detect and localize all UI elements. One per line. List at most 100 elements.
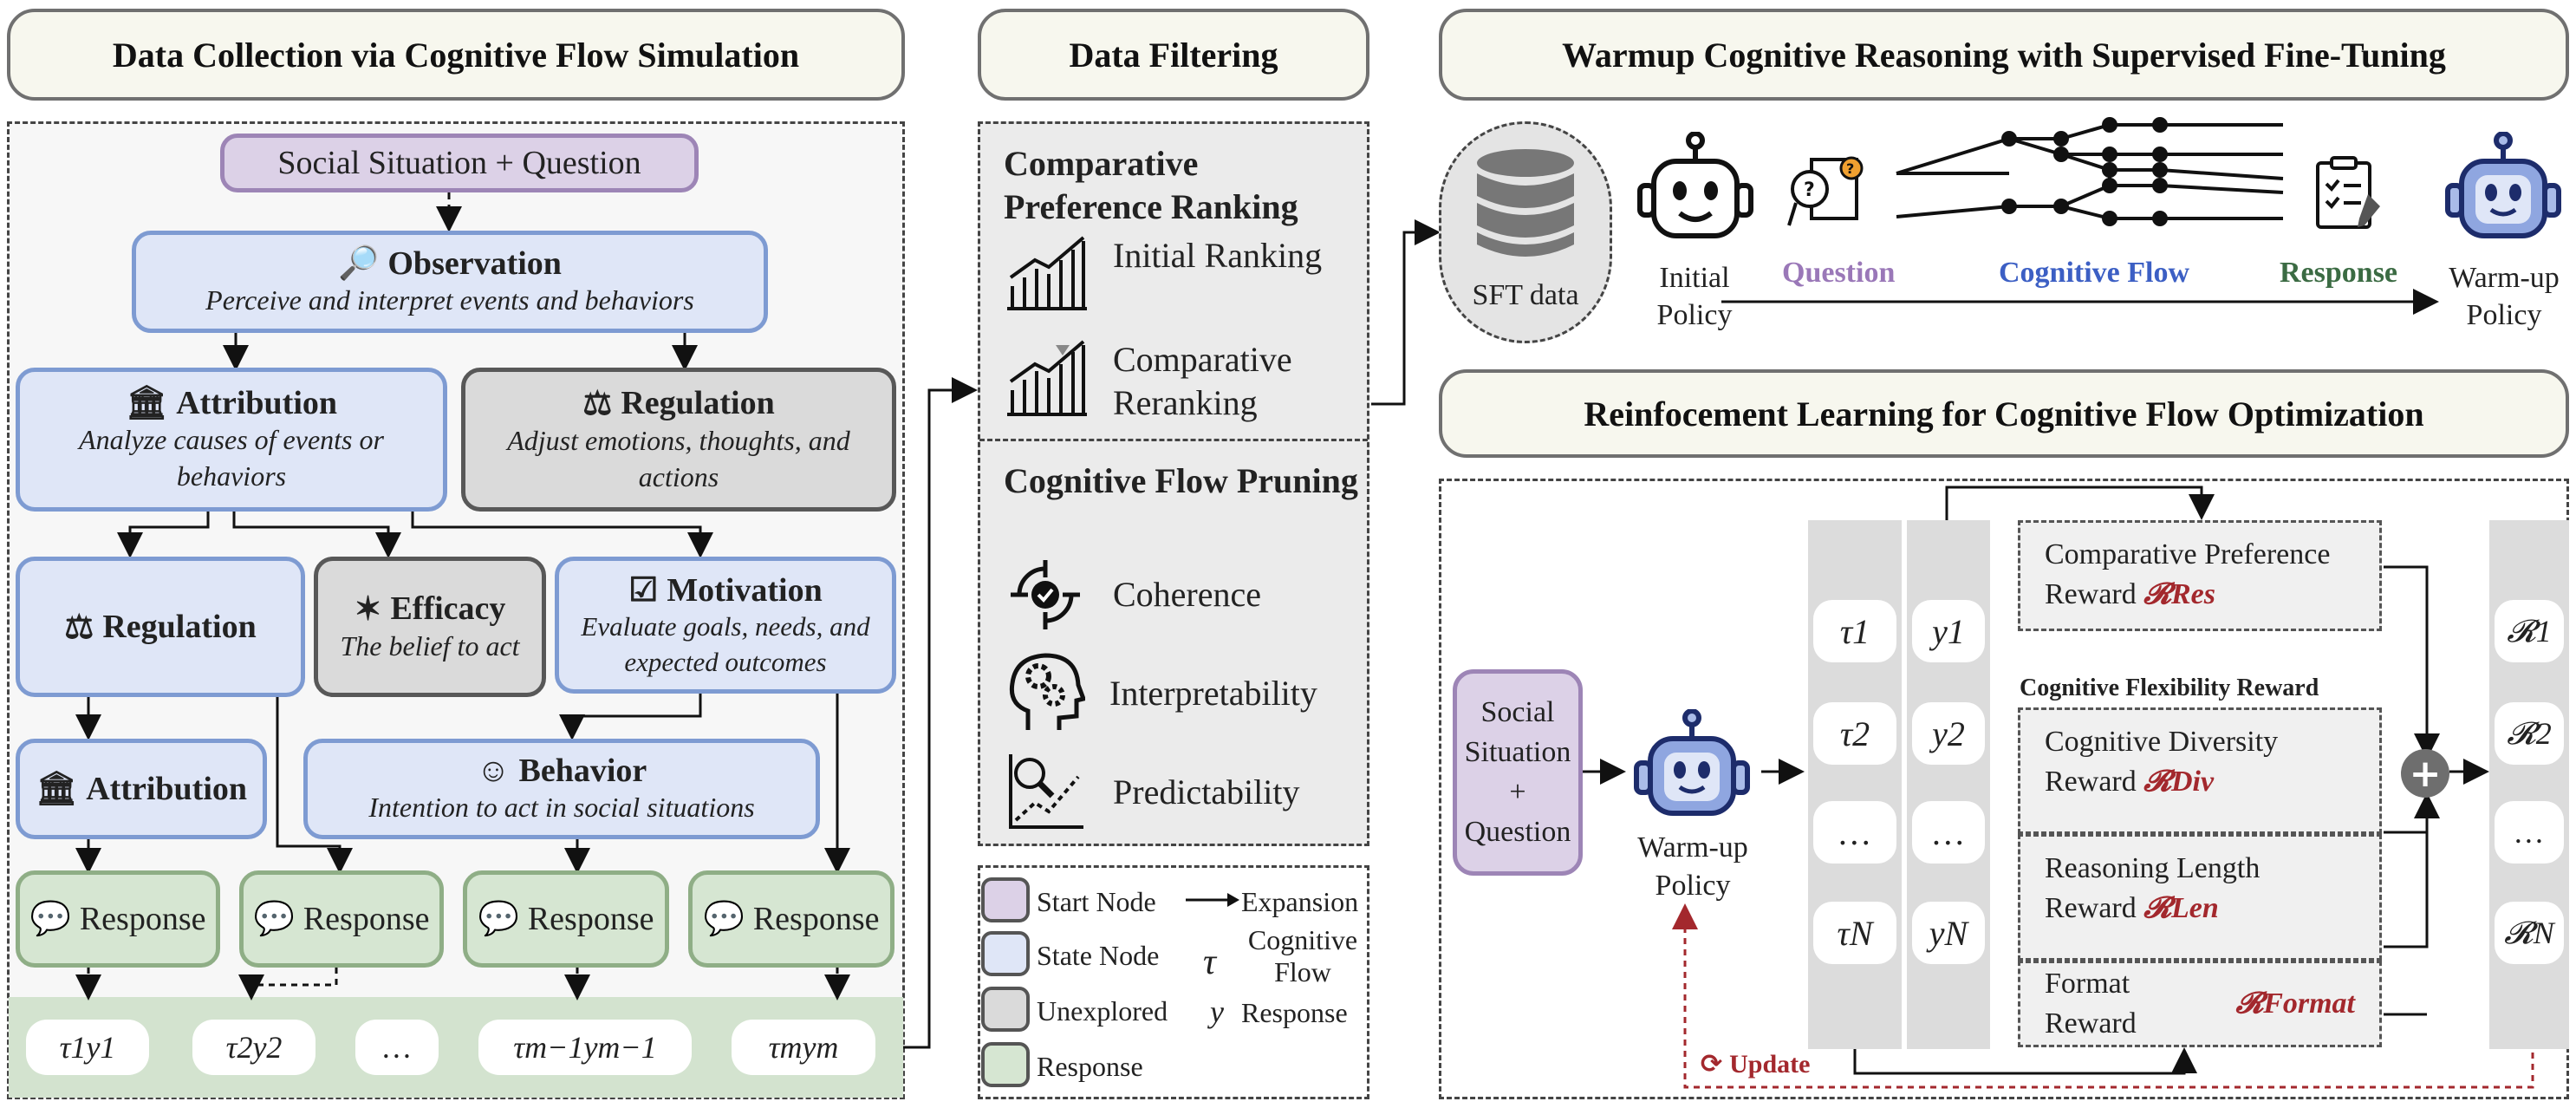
tau-cell-2: τ2 [1813, 702, 1896, 765]
ranking-title: Comparative Preference Ranking [1004, 144, 1298, 226]
y-cell-n: yN [1912, 902, 1985, 964]
efficacy-node: ✶Efficacy The belief to act [314, 557, 546, 697]
reward-out-1: 𝓡1 [2495, 600, 2564, 662]
building-icon: 🏛 [125, 385, 168, 422]
format-reward-box: Format Reward 𝓡Format [2018, 961, 2382, 1047]
comparative-reward-box: Comparative Preference Reward 𝓡Res [2018, 520, 2382, 631]
r-res-symbol: 𝓡Res [2143, 577, 2216, 610]
r-div-symbol: 𝓡Div [2143, 765, 2215, 798]
bar-chart-icon [1007, 340, 1087, 416]
sft-data-label: SFT data [1472, 279, 1579, 311]
regulation-node-unexplored: ⚖Regulation Adjust emotions, thoughts, a… [461, 368, 896, 512]
tau-cell-ellipsis: … [1813, 801, 1896, 864]
checklist-icon: ☑ [628, 572, 659, 609]
rl-social-label: Social Situation + Question [1464, 696, 1571, 848]
output-pill-m: τmym [732, 1020, 875, 1075]
tau-cell-1: τ1 [1813, 600, 1896, 662]
magnifier-icon: 🔎 [338, 245, 380, 283]
bar-chart-icon [1007, 236, 1087, 310]
legend-unexplored-label: Unexplored [1037, 995, 1168, 1027]
y-cell-2: y2 [1912, 702, 1985, 765]
response-node-4: 💬Response [688, 870, 894, 968]
r-format-symbol: 𝓡Format [2235, 987, 2355, 1020]
coherence-label: Coherence [1113, 575, 1262, 614]
response-label: Response [2280, 257, 2398, 289]
regulation-1-desc: Adjust emotions, thoughts, and actions [507, 424, 850, 492]
length-reward-label: Reasoning Length Reward [2045, 852, 2261, 924]
legend-arrow-icon [1186, 893, 1239, 907]
reward-out-2: 𝓡2 [2495, 702, 2564, 765]
flexibility-title: Cognitive Flexibility Reward [2020, 675, 2319, 701]
legend-y-symbol: y [1210, 994, 1224, 1029]
initial-policy-label: Initial Policy [1656, 262, 1733, 331]
head-gears-icon [1009, 653, 1085, 730]
robot-icon [1637, 132, 1753, 238]
behavior-node: ☺Behavior Intention to act in social sit… [303, 739, 820, 839]
refresh-icon: ⟳ [1701, 1049, 1723, 1079]
plus-icon: + [2401, 749, 2449, 798]
observation-desc: Perceive and interpret events and behavi… [205, 284, 694, 316]
database-icon [1477, 149, 1574, 257]
warmup-policy-label: Warm-up Policy [2449, 262, 2560, 331]
comparative-reranking-label: Comparative Reranking [1113, 340, 1292, 422]
legend-start-swatch [981, 877, 1030, 922]
chat-icon: 💬 [478, 901, 519, 937]
format-reward-label: Format Reward [2045, 968, 2137, 1040]
rl-header: Reinfocement Learning for Cognitive Flow… [1439, 369, 2569, 458]
response-1-label: Response [79, 901, 206, 937]
behavior-desc: Intention to act in social situations [368, 792, 755, 824]
output-pill-m-1: τm−1ym−1 [478, 1020, 692, 1075]
legend-response-label: Response [1037, 1051, 1143, 1082]
reward-out-ellipsis: … [2495, 801, 2564, 864]
diversity-reward-label: Cognitive Diversity Reward [2045, 726, 2279, 798]
rl-header-text: Reinfocement Learning for Cognitive Flow… [1584, 394, 2424, 433]
chat-icon: 💬 [703, 901, 745, 937]
legend-unexplored-swatch [981, 987, 1030, 1032]
motivation-title: Motivation [667, 571, 823, 609]
r-len-symbol: 𝓡Len [2143, 891, 2219, 924]
legend-state-swatch [981, 931, 1030, 976]
start-node: Social Situation + Question [220, 134, 699, 192]
cognitive-flow-label: Cognitive Flow [1999, 257, 2190, 289]
attribution-node-2: 🏛Attribution [16, 739, 267, 839]
legend-start-label: Start Node [1037, 886, 1156, 917]
efficacy-desc: The belief to act [340, 629, 520, 662]
motivation-node: ☑Motivation Evaluate goals, needs, and e… [555, 557, 896, 694]
chat-icon: 💬 [253, 901, 295, 937]
comparative-reward-label: Comparative Preference Reward [2045, 538, 2331, 610]
regulation-2-title: Regulation [102, 609, 257, 645]
gavel-icon: ⚖ [582, 385, 613, 422]
efficacy-title: Efficacy [390, 590, 506, 628]
interpretability-label: Interpretability [1109, 674, 1317, 713]
y-cell-1: y1 [1912, 600, 1985, 662]
chat-icon: 💬 [29, 901, 71, 937]
regulation-1-title: Regulation [621, 385, 775, 422]
warmup-header-text: Warmup Cognitive Reasoning with Supervis… [1562, 35, 2446, 75]
building-icon: 🏛 [35, 771, 78, 807]
response-node-3: 💬Response [463, 870, 669, 968]
legend-state-label: State Node [1037, 940, 1160, 971]
response-2-label: Response [302, 901, 430, 937]
legend-tau-symbol: τ [1203, 942, 1217, 982]
filtering-divider [979, 439, 1368, 441]
start-node-label: Social Situation + Question [277, 145, 641, 181]
pruning-title: Cognitive Flow Pruning [1004, 461, 1358, 500]
legend-panel [978, 865, 1369, 1099]
rl-social-node: Social Situation + Question [1453, 669, 1583, 876]
reward-out-n: 𝓡N [2495, 902, 2564, 964]
legend-flow-label: Cognitive Flow [1247, 924, 1358, 987]
gavel-icon: ⚖ [64, 609, 94, 646]
rl-policy-label: Warm-up Policy [1637, 831, 1748, 903]
diversity-reward-box: Cognitive Diversity Reward 𝓡Div [2018, 707, 2382, 834]
question-doc-icon: ? ? [1787, 156, 1864, 226]
attribution-1-title: Attribution [176, 385, 338, 422]
initial-ranking-label: Initial Ranking [1113, 236, 1323, 275]
attribution-2-title: Attribution [86, 771, 248, 807]
response-3-label: Response [527, 901, 654, 937]
collection-header: Data Collection via Cognitive Flow Simul… [7, 9, 905, 101]
y-cell-ellipsis: … [1912, 801, 1985, 864]
filtering-header: Data Filtering [978, 9, 1369, 101]
legend-y-label: Response [1241, 997, 1348, 1028]
question-label: Question [1782, 257, 1896, 289]
